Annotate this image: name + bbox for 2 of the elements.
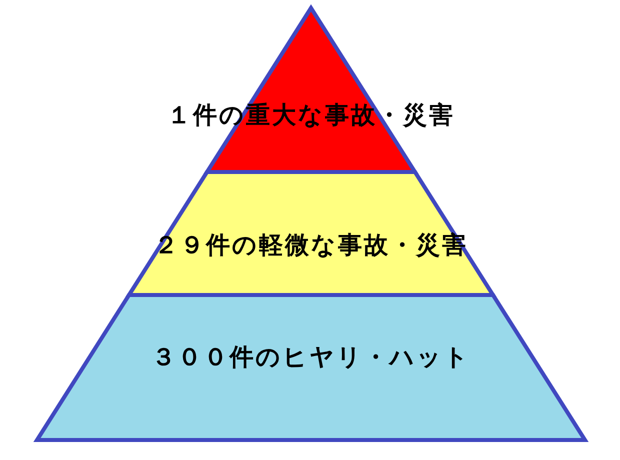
tier-label: ３００件のヒヤリ・ハット	[152, 342, 470, 372]
tier-label: １件の重大な事故・災害	[167, 100, 455, 130]
